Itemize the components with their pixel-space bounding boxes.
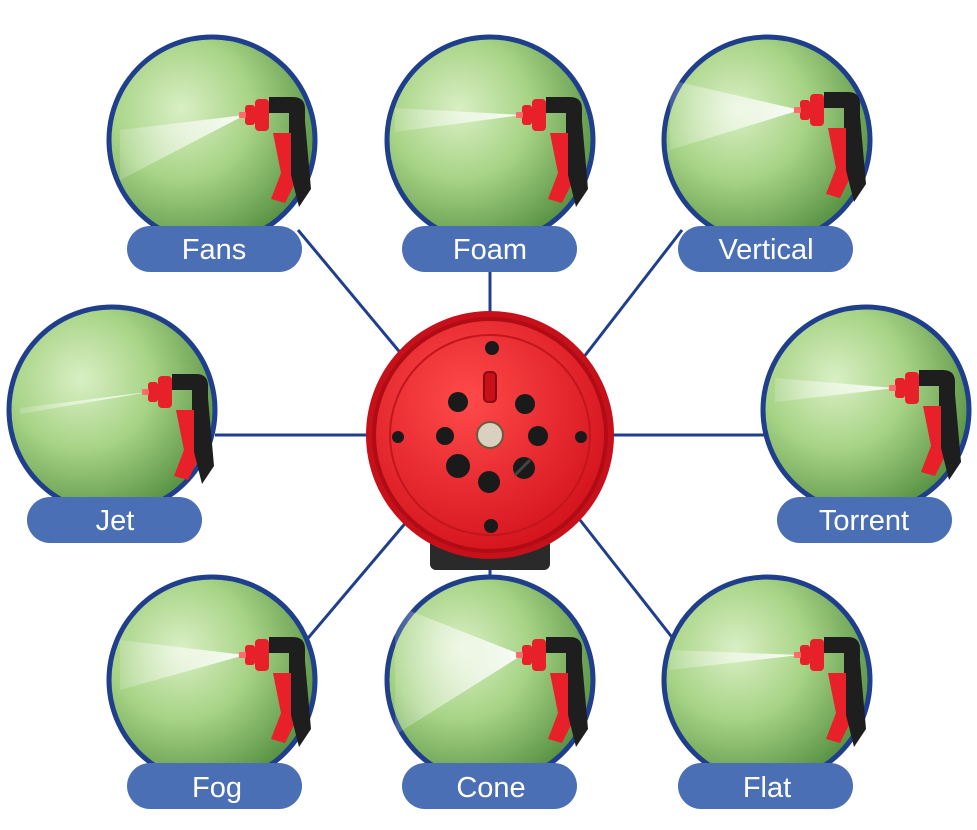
flat-spray: [670, 650, 800, 670]
foam-label-pill: [402, 226, 577, 272]
mode-jet: Jet: [6, 304, 218, 543]
connector-flat: [578, 519, 684, 651]
mode-fans: Fans: [106, 34, 318, 272]
foam-spray: [395, 108, 522, 132]
mode-vertical: Vertical: [661, 34, 873, 272]
foam-label: Foam: [453, 234, 527, 266]
vertical-label-pill: [678, 226, 853, 272]
vertical-spray: [670, 80, 800, 150]
mode-flat: Flat: [661, 574, 873, 809]
jet-spray: [20, 392, 148, 414]
mode-fog: Fog: [106, 574, 318, 809]
flat-label-pill: [678, 763, 853, 809]
fans-spray: [120, 115, 245, 180]
torrent-label-pill: [777, 497, 952, 543]
fog-spray: [120, 640, 245, 690]
torrent-label: Torrent: [819, 505, 909, 537]
fans-label-pill: [127, 226, 302, 272]
jet-label: Jet: [96, 505, 135, 537]
connector-fog: [296, 519, 410, 651]
mode-cone: Cone: [384, 574, 596, 809]
cone-spray: [395, 605, 522, 735]
cone-label-pill: [402, 763, 577, 809]
jet-label-pill: [27, 497, 202, 543]
fog-label: Fog: [192, 772, 242, 804]
connector-vertical: [578, 229, 684, 363]
torrent-spray: [775, 378, 895, 402]
nozzle-dial: [366, 311, 614, 570]
cone-label: Cone: [456, 772, 525, 804]
mode-torrent: Torrent: [760, 304, 972, 543]
mode-foam: Foam: [384, 34, 596, 272]
connector-lines: [215, 229, 765, 651]
fog-label-pill: [127, 763, 302, 809]
fans-label: Fans: [182, 234, 246, 266]
connector-fans: [296, 229, 410, 363]
vertical-label: Vertical: [718, 234, 813, 266]
flat-label: Flat: [743, 772, 791, 804]
